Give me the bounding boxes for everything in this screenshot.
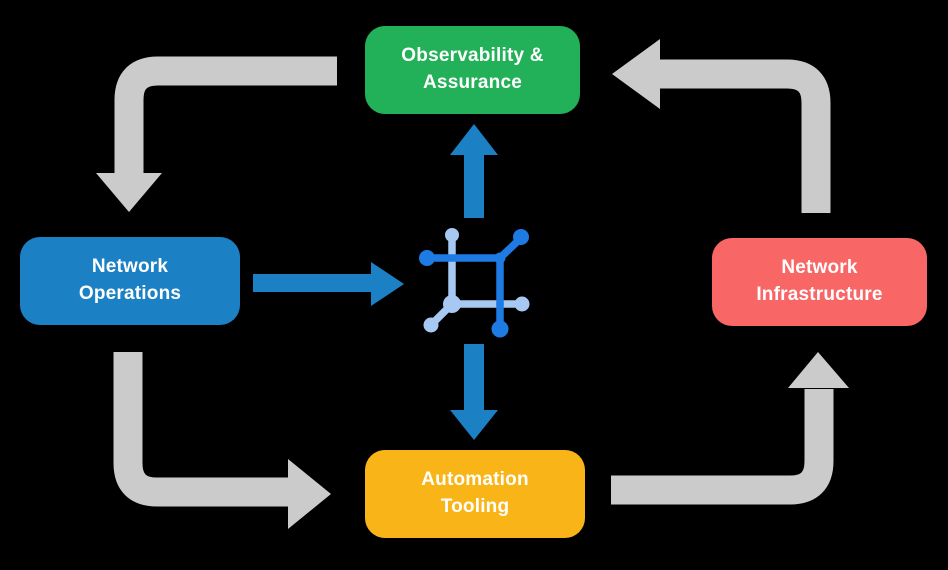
- arrow-center-to-observability: [450, 124, 498, 218]
- node-network-operations: Network Operations: [20, 237, 240, 325]
- arrow-infrastructure-to-observability: [612, 39, 831, 213]
- arrowhead-up-icon: [450, 124, 498, 155]
- arrow-observability-to-operations: [96, 56, 337, 212]
- node-label: Network Infrastructure: [756, 257, 883, 305]
- arrowhead-down-icon: [96, 173, 162, 212]
- node-label: Observability & Assurance: [401, 45, 544, 93]
- node-observability-assurance: Observability & Assurance: [365, 26, 580, 114]
- node-label: Automation Tooling: [421, 469, 529, 517]
- arrowhead-right-icon: [371, 262, 404, 306]
- node-automation-tooling: Automation Tooling: [365, 450, 585, 538]
- arrowhead-right-icon: [288, 459, 331, 529]
- arrowhead-up-icon: [788, 352, 849, 388]
- arrow-center-to-tooling: [450, 344, 498, 440]
- arrow-operations-to-center: [253, 262, 404, 306]
- node-label: Network Operations: [78, 256, 182, 304]
- arrowhead-down-icon: [450, 410, 498, 440]
- arrowhead-left-icon: [612, 39, 660, 109]
- node-network-infrastructure: Network Infrastructure: [712, 238, 927, 326]
- network-automation-icon: [419, 228, 530, 338]
- arrow-operations-to-tooling: [113, 352, 331, 529]
- arrow-tooling-to-infrastructure: [611, 352, 849, 505]
